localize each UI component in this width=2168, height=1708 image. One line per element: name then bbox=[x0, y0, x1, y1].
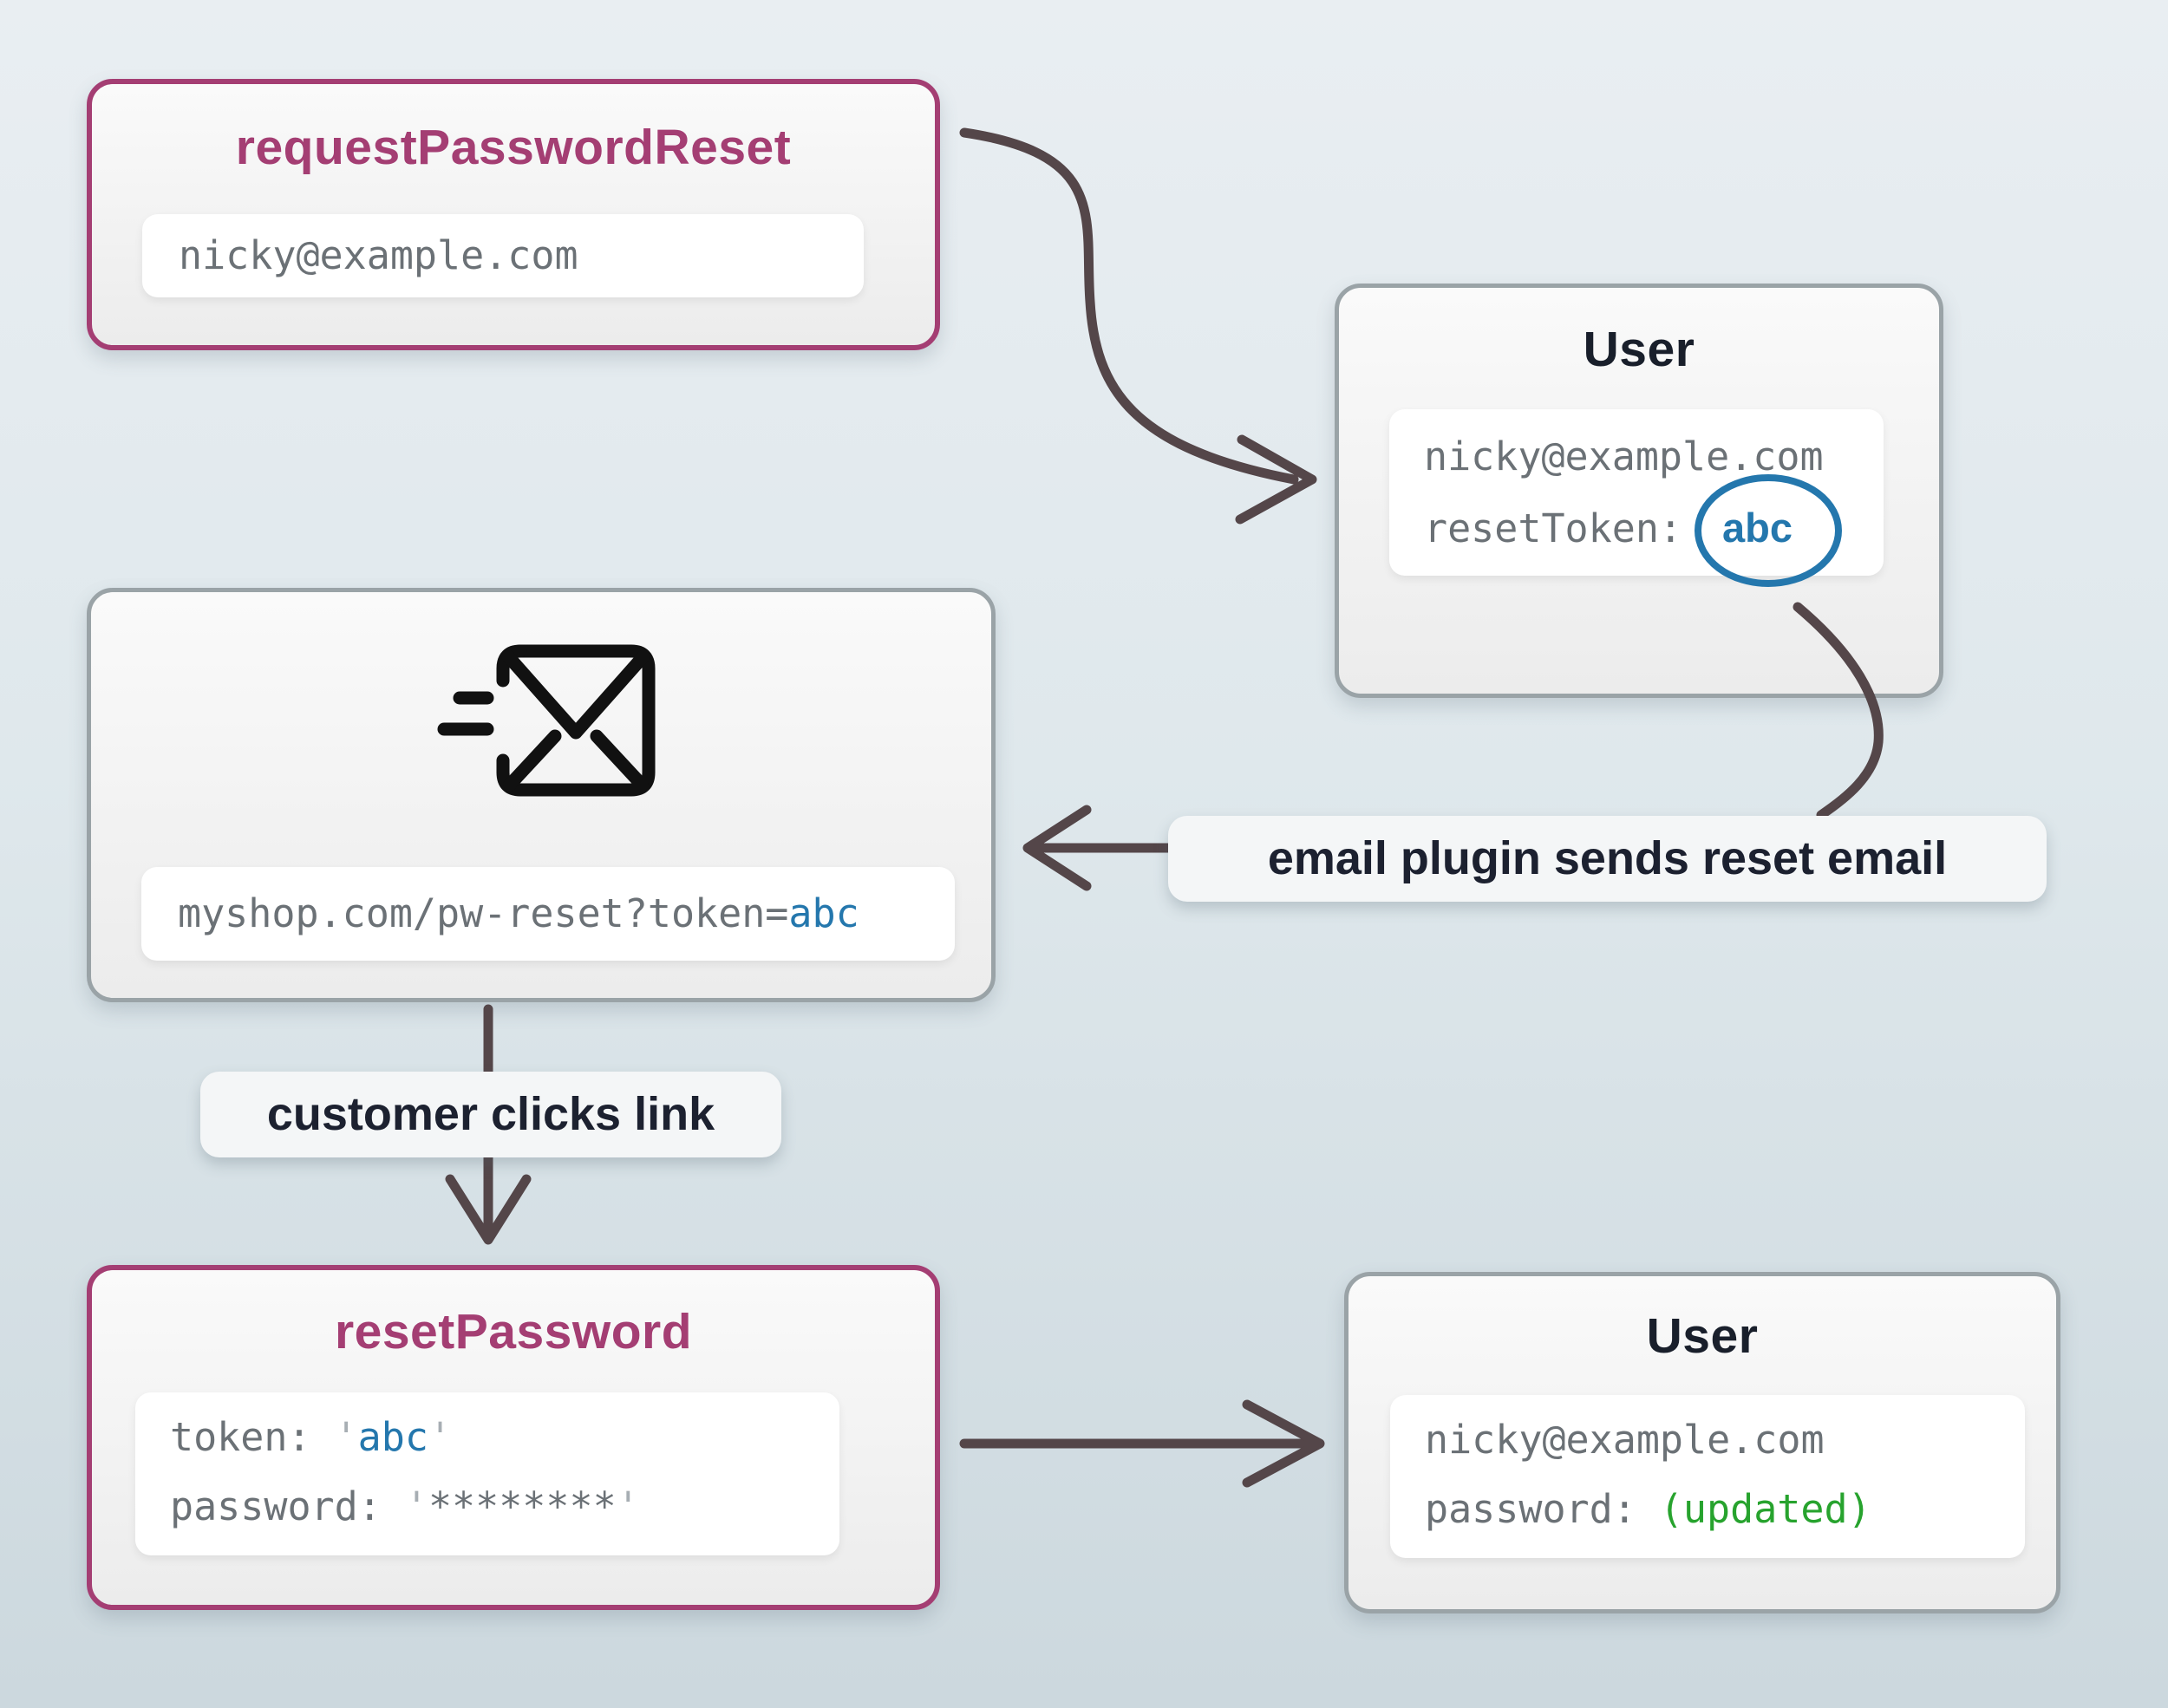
password-label: password: bbox=[170, 1483, 382, 1529]
user-password-updated: (updated) bbox=[1659, 1486, 1871, 1532]
request-password-reset-node: requestPasswordReset nicky@example.com bbox=[87, 79, 940, 350]
arrow-label-to-email bbox=[1022, 805, 1173, 891]
reset-email-node: myshop.com/pw-reset?token=abc bbox=[87, 588, 996, 1002]
email-field-value: nicky@example.com bbox=[179, 232, 578, 278]
token-open-quote: ' bbox=[334, 1414, 358, 1460]
reset-url-field: myshop.com/pw-reset?token=abc bbox=[141, 867, 955, 961]
user-top-email: nicky@example.com bbox=[1424, 434, 1824, 479]
token-value: abc bbox=[357, 1414, 428, 1460]
user-bottom-email: nicky@example.com bbox=[1425, 1417, 1825, 1463]
reset-url: myshop.com/pw-reset?token=abc bbox=[178, 890, 859, 936]
arrow-reset-to-user bbox=[959, 1399, 1325, 1488]
reset-url-token: abc bbox=[788, 890, 859, 936]
reset-password-args: token:'abc' password:'********' bbox=[135, 1392, 839, 1555]
password-open-quote: ' bbox=[404, 1483, 428, 1529]
email-field: nicky@example.com bbox=[142, 214, 864, 297]
reset-token-value: abc bbox=[1722, 505, 1793, 551]
password-masked-value: ******** bbox=[428, 1483, 617, 1529]
reset-password-title: resetPassword bbox=[334, 1304, 693, 1359]
reset-url-prefix: myshop.com/pw-reset?token= bbox=[178, 890, 789, 936]
user-record-node-top: User nicky@example.com resetToken: abc bbox=[1335, 284, 1943, 698]
user-top-record: nicky@example.com resetToken: abc bbox=[1389, 409, 1884, 576]
password-close-quote: ' bbox=[616, 1483, 640, 1529]
user-password-label: password: bbox=[1425, 1486, 1636, 1532]
request-password-reset-title: requestPasswordReset bbox=[235, 120, 792, 175]
arrow-request-to-user bbox=[959, 127, 1317, 525]
user-bottom-password-row: password: (updated) bbox=[1425, 1475, 2025, 1544]
user-top-title: User bbox=[1583, 322, 1695, 377]
reset-password-node: resetPassword token:'abc' password:'****… bbox=[87, 1265, 940, 1610]
customer-clicks-annotation: customer clicks link bbox=[200, 1072, 781, 1157]
user-bottom-title: User bbox=[1646, 1308, 1759, 1364]
reset-token-label: resetToken: bbox=[1424, 505, 1683, 551]
password-row: password: '********' bbox=[170, 1472, 839, 1542]
user-bottom-record: nicky@example.com password: (updated) bbox=[1390, 1395, 2025, 1558]
user-record-node-bottom: User nicky@example.com password: (updated… bbox=[1344, 1272, 2060, 1613]
token-close-quote: ' bbox=[428, 1414, 453, 1460]
user-top-reset-token-row: resetToken: abc bbox=[1424, 492, 1884, 564]
token-label: token: bbox=[170, 1414, 311, 1460]
send-email-icon bbox=[437, 644, 656, 797]
token-row: token: 'abc' bbox=[170, 1403, 839, 1472]
email-plugin-annotation: email plugin sends reset email bbox=[1168, 816, 2047, 902]
